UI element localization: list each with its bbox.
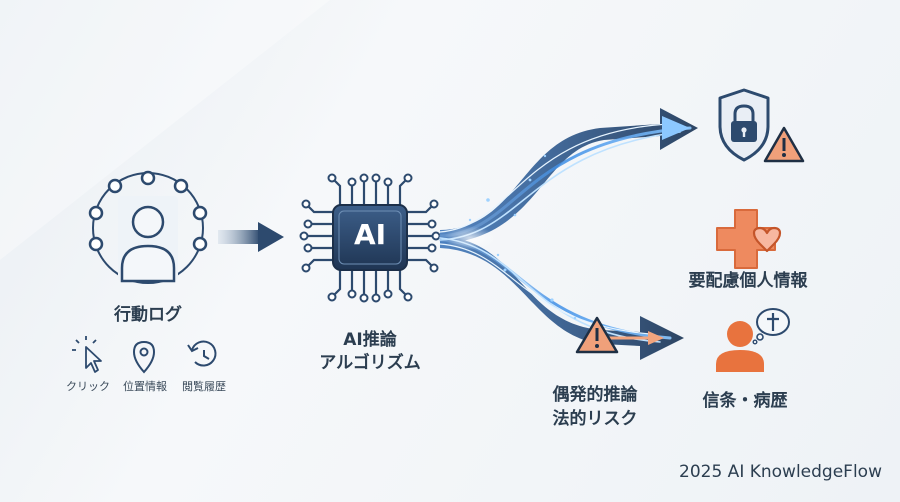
location-label: 位置情報	[123, 380, 167, 393]
shield-lock-icon	[718, 88, 770, 162]
warning-icon	[575, 316, 619, 354]
risk-line2: 法的リスク	[552, 409, 638, 429]
click-label: クリック	[66, 380, 110, 393]
ai-title-line2: アルゴリズム	[319, 353, 421, 373]
person-network-icon	[88, 170, 208, 284]
medical-cross-heart-icon	[716, 209, 782, 269]
history-icon	[187, 340, 217, 367]
ai-chip-label: AI	[353, 218, 387, 251]
footer-credit: 2025 AI KnowledgeFlow	[679, 462, 882, 482]
location-pin-icon	[132, 340, 156, 374]
cursor-click-icon	[72, 336, 102, 373]
behavior-log-title: 行動ログ	[114, 305, 182, 325]
shield-warning-icon	[763, 126, 805, 163]
risk-line1: 偶発的推論	[552, 385, 638, 405]
sensitive-info-label: 要配慮個人情報	[688, 271, 808, 291]
arrow-to-ai	[218, 222, 284, 252]
inference-flow	[438, 108, 698, 360]
person-belief-icon	[716, 308, 790, 372]
belief-medical-label: 信条・病歴	[702, 391, 788, 411]
ai-title-line1: AI推論	[343, 330, 397, 350]
history-label: 閲覧履歴	[182, 380, 226, 393]
ai-chip-icon	[299, 173, 441, 303]
